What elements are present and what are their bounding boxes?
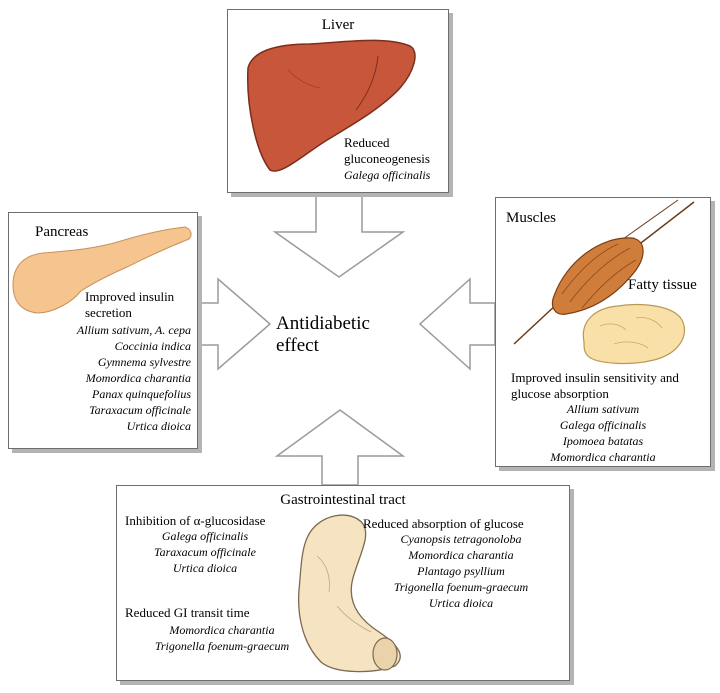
- gi-tract-panel: Gastrointestinal tract Inhibition of α-g…: [116, 485, 570, 681]
- fatty-tissue-icon: [582, 303, 686, 365]
- species-item: Galega officinalis: [161, 529, 249, 543]
- species-item: Coccinia indica: [114, 339, 191, 353]
- pancreas-title: Pancreas: [35, 224, 89, 240]
- muscles-effect-line1: Improved insulin sensitivity and: [511, 370, 679, 385]
- species-item: Ipomoea batatas: [562, 434, 644, 448]
- arrow-from-liver: [272, 192, 406, 278]
- species-item: Momordica charantia: [550, 450, 656, 464]
- liver-illustration: [246, 39, 416, 172]
- muscles-title: Muscles: [506, 210, 556, 226]
- muscles-panel: Muscles Fatty tissue Improved insulin se…: [495, 197, 711, 467]
- glucose-absorption-species: Cyanopsis tetragonoloba Momordica charan…: [379, 531, 543, 611]
- species-item: Plantago psyllium: [417, 564, 505, 578]
- center-label-line1: Antidiabetic: [276, 313, 370, 334]
- species-item: Panax quinquefolius: [92, 387, 191, 401]
- pancreas-illustration: [12, 226, 192, 314]
- center-label-line2: effect: [276, 335, 319, 356]
- intestine-illustration: [297, 514, 401, 673]
- species-item: Cyanopsis tetragonoloba: [400, 532, 522, 546]
- liver-effect-line2: gluconeogenesis: [344, 151, 430, 166]
- species-item: Trigonella foenum-graecum: [393, 580, 529, 594]
- arrow-from-gi-tract: [274, 409, 406, 486]
- species-item: Allium sativum: [566, 402, 640, 416]
- liver-panel: Liver Reduced gluconeogenesis Galega off…: [227, 9, 449, 193]
- muscle-fat-illustration: [513, 199, 695, 365]
- species-item: Urtica dioica: [172, 561, 238, 575]
- species-item: Galega officinalis: [559, 418, 647, 432]
- pancreas-panel: Pancreas Improved insulin secretion Alli…: [8, 212, 198, 449]
- muscles-species-list: Allium sativum Galega officinalis Ipomoe…: [496, 401, 710, 465]
- muscles-effect-line2: glucose absorption: [511, 386, 609, 401]
- species-item: Trigonella foenum-graecum: [154, 639, 290, 653]
- pancreas-species-list: Allium sativum, A. cepa Coccinia indica …: [77, 322, 191, 434]
- gi-transit-label: Reduced GI transit time: [125, 605, 250, 620]
- glucose-absorption-label: Reduced absorption of glucose: [363, 516, 524, 531]
- gi-title: Gastrointestinal tract: [280, 492, 406, 508]
- antidiabetic-effect-label: Antidiabetic effect: [276, 313, 370, 357]
- species-item: Momordica charantia: [408, 548, 514, 562]
- species-item: Momordica charantia: [85, 371, 191, 385]
- species-item: Taraxacum officinale: [89, 403, 191, 417]
- species-item: Urtica dioica: [126, 419, 191, 433]
- gi-transit-species: Momordica charantia Trigonella foenum-gr…: [137, 622, 307, 654]
- muscle-icon: [513, 199, 695, 345]
- species-item: Gymnema sylvestre: [97, 355, 191, 369]
- species-item: Momordica charantia: [169, 623, 275, 637]
- pancreas-effect-line2: secretion: [85, 305, 132, 320]
- alpha-glucosidase-label: Inhibition of α-glucosidase: [125, 513, 266, 528]
- liver-effect-line1: Reduced: [344, 135, 390, 150]
- species-item: Taraxacum officinale: [154, 545, 256, 559]
- pancreas-effect-line1: Improved insulin: [85, 289, 175, 304]
- arrow-from-muscles: [418, 277, 496, 371]
- species-item: Allium sativum, A. cepa: [76, 323, 191, 337]
- liver-title: Liver: [321, 17, 355, 33]
- species-item: Urtica dioica: [428, 596, 494, 610]
- liver-species-1: Galega officinalis: [344, 168, 431, 182]
- arrow-from-pancreas: [195, 277, 272, 371]
- fatty-tissue-label: Fatty tissue: [628, 277, 697, 293]
- alpha-glucosidase-species: Galega officinalis Taraxacum officinale …: [125, 528, 285, 576]
